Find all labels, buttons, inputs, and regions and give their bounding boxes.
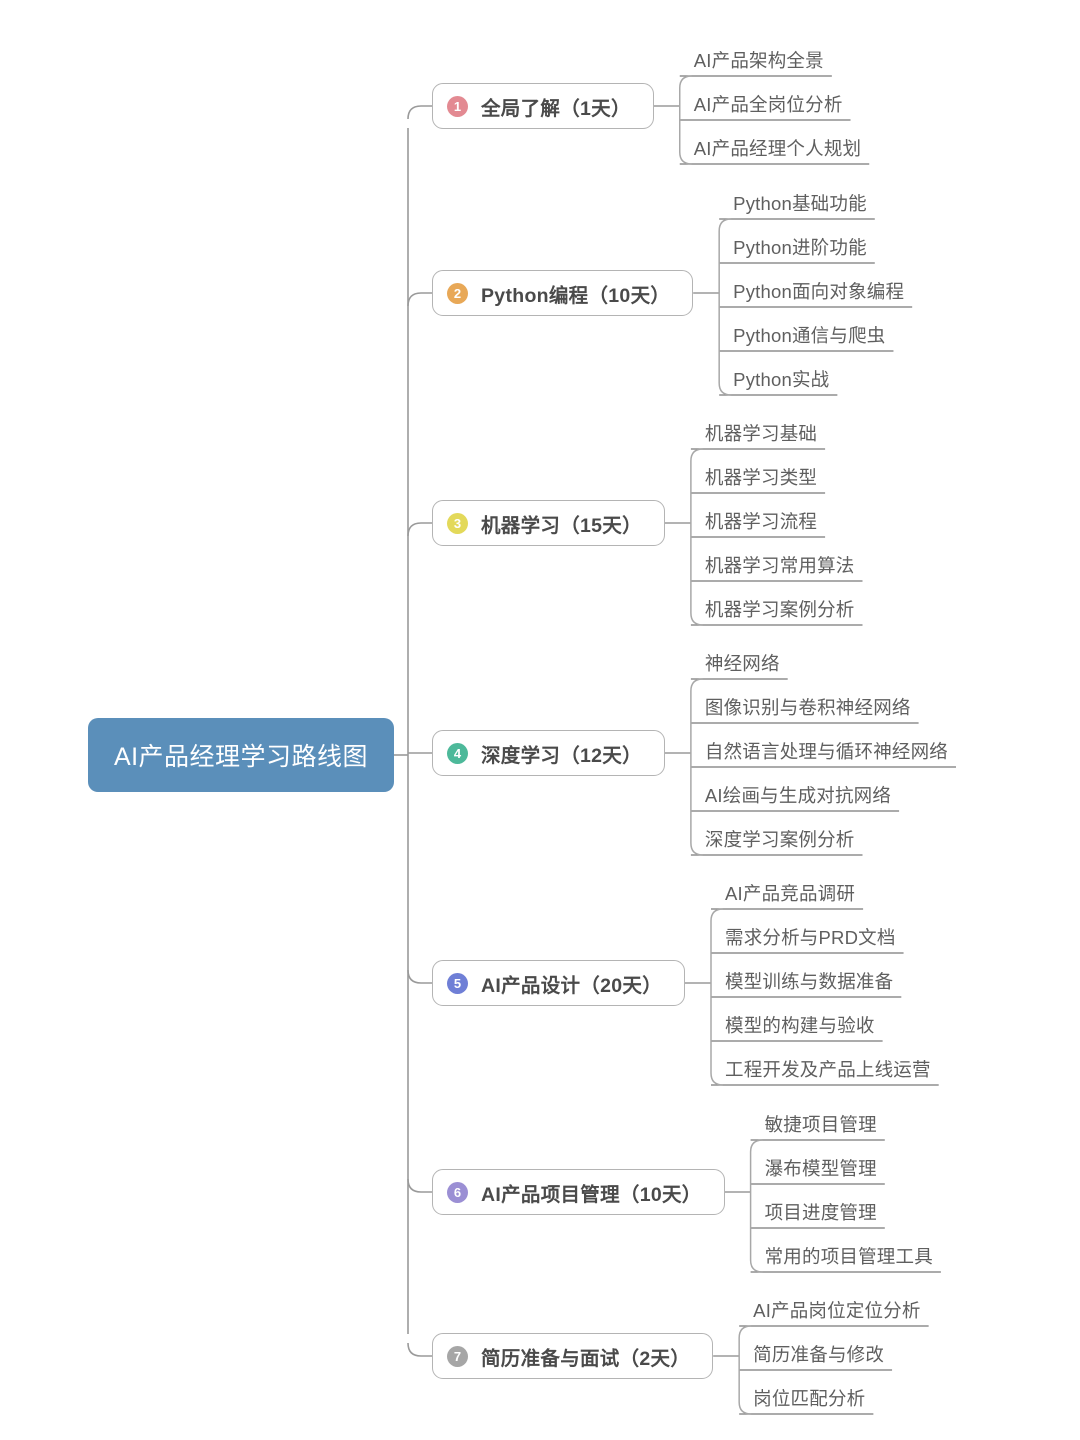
branch-badge-2: 2 [447,282,468,304]
leaf-node[interactable]: AI产品全岗位分析 [693,94,843,115]
leaf-node[interactable]: Python基础功能 [733,193,867,214]
leaf-node[interactable]: 模型的构建与验收 [725,1015,875,1036]
leaf-node[interactable]: 深度学习案例分析 [704,829,855,850]
root-node[interactable]: AI产品经理学习路线图 [88,718,394,792]
branch-label-1: 全局了解（1天） [481,97,631,120]
root-node-label: AI产品经理学习路线图 [113,743,369,771]
leaf-node[interactable]: Python面向对象编程 [733,281,905,302]
leaf-node[interactable]: 机器学习基础 [704,423,818,444]
branch-badge-7: 7 [447,1345,468,1367]
branch-node-3[interactable]: 3 机器学习（15天） [432,500,665,546]
branch-badge-1: 1 [447,95,468,117]
branch-label-7: 简历准备与面试（2天） [481,1347,691,1370]
branch-label-5: AI产品设计（20天） [481,974,662,997]
leaf-node[interactable]: 敏捷项目管理 [764,1114,877,1135]
branch-label-4: 深度学习（12天） [481,744,642,767]
leaf-node[interactable]: 工程开发及产品上线运营 [725,1059,931,1080]
branch-label-6: AI产品项目管理（10天） [481,1183,702,1206]
leaf-node[interactable]: 机器学习类型 [704,467,818,488]
leaf-node[interactable]: 机器学习常用算法 [704,555,855,576]
leaf-node[interactable]: 机器学习案例分析 [704,599,855,620]
branch-node-7[interactable]: 7 简历准备与面试（2天） [432,1333,714,1379]
leaf-node[interactable]: Python实战 [733,369,830,390]
leaf-node[interactable]: 简历准备与修改 [753,1344,885,1365]
branch-node-4[interactable]: 4 深度学习（12天） [432,730,665,776]
leaf-node[interactable]: 需求分析与PRD文档 [725,927,896,948]
branch-badge-4: 4 [447,742,468,764]
leaf-node[interactable]: AI产品竞品调研 [725,883,856,904]
leaf-node[interactable]: 项目进度管理 [764,1202,877,1223]
leaf-node[interactable]: AI产品经理个人规划 [693,138,862,159]
branch-badge-6: 6 [447,1181,468,1203]
branch-badge-3: 3 [447,512,468,534]
leaf-node[interactable]: Python进阶功能 [733,237,867,258]
leaf-node[interactable]: 神经网络 [704,653,780,674]
branch-badge-5: 5 [447,972,468,994]
leaf-node[interactable]: AI产品岗位定位分析 [753,1300,921,1321]
branch-node-2[interactable]: 2 Python编程（10天） [432,270,694,316]
branch-node-5[interactable]: 5 AI产品设计（20天） [432,960,685,1006]
leaf-node[interactable]: 模型训练与数据准备 [725,971,894,992]
leaf-node[interactable]: Python通信与爬虫 [733,325,886,346]
leaf-node[interactable]: 图像识别与卷积神经网络 [704,697,911,718]
leaf-node[interactable]: AI绘画与生成对抗网络 [704,785,892,806]
branch-node-6[interactable]: 6 AI产品项目管理（10天） [432,1169,725,1215]
branch-node-1[interactable]: 1 全局了解（1天） [432,83,654,129]
leaf-node[interactable]: 岗位匹配分析 [753,1388,866,1409]
leaf-node[interactable]: AI产品架构全景 [693,50,824,71]
leaf-node[interactable]: 自然语言处理与循环神经网络 [704,741,948,762]
leaf-node[interactable]: 常用的项目管理工具 [764,1246,933,1267]
leaf-node[interactable]: 机器学习流程 [704,511,818,532]
branch-label-2: Python编程（10天） [481,284,671,307]
leaf-node[interactable]: 瀑布模型管理 [764,1158,877,1179]
branch-label-3: 机器学习（15天） [481,514,642,537]
